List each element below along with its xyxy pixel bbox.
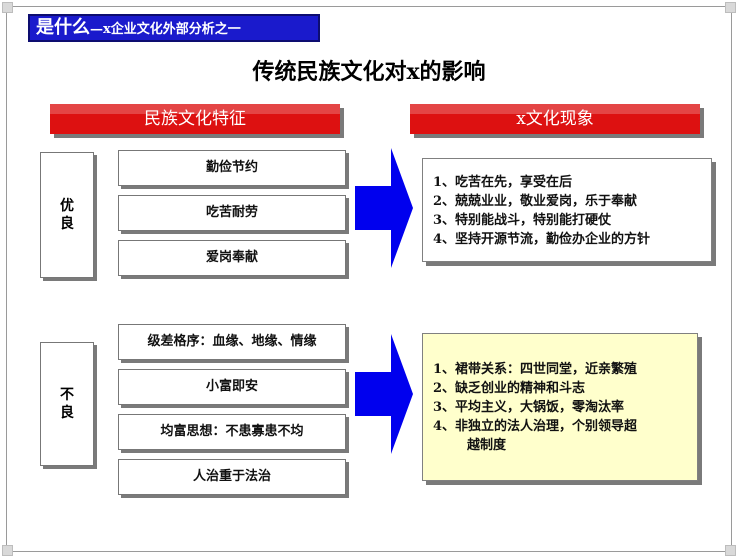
left-column-header: 民族文化特征 <box>50 104 340 134</box>
bad-category-label: 不良 <box>41 386 93 422</box>
good-effect-line: 3、特别能战斗，特别能打硬仗 <box>433 213 612 228</box>
corner-marker <box>2 2 13 13</box>
bad-effects-panel: 1、裙带关系：四世同堂，近亲繁殖 2、缺乏创业的精神和斗志 3、平均主义，大锅饭… <box>422 333 698 481</box>
bad-trait-item: 级差格序：血缘、地缘、情缘 <box>118 324 346 360</box>
corner-marker <box>725 545 736 556</box>
corner-marker <box>2 545 13 556</box>
page-title: 传统民族文化对x的影响 <box>252 59 486 85</box>
left-header-label: 民族文化特征 <box>144 109 246 129</box>
bad-trait-item: 人治重于法治 <box>118 459 346 495</box>
right-header-label: x文化现象 <box>516 109 594 129</box>
corner-marker <box>725 2 736 13</box>
good-effect-line: 4、坚持开源节流，勤俭办企业的方针 <box>433 232 651 247</box>
bad-category-text: 不良 <box>60 387 74 421</box>
good-effect-line: 1、吃苦在先，享受在后 <box>433 175 573 190</box>
good-trait-item: 爱岗奉献 <box>118 240 346 276</box>
bad-effect-line: 2、缺乏创业的精神和斗志 <box>433 381 586 396</box>
section-banner: 是什么—x企业文化外部分析之一 <box>28 14 320 42</box>
slide-frame <box>6 6 732 552</box>
bad-trait-item: 均富思想：不患寡患不均 <box>118 414 346 450</box>
good-trait-item: 吃苦耐劳 <box>118 195 346 231</box>
bad-effect-line: 4、非独立的法人治理，个别领导超 <box>433 419 638 434</box>
bad-category-box: 不良 <box>40 342 94 466</box>
good-effect-line: 2、兢兢业业，敬业爱岗，乐于奉献 <box>433 194 638 209</box>
bad-effect-line: 3、平均主义，大锅饭，零淘汰率 <box>433 400 625 415</box>
good-trait-item: 勤俭节约 <box>118 150 346 186</box>
good-category-label: 优良 <box>41 197 93 233</box>
good-category-box: 优良 <box>40 152 94 278</box>
right-arrow-icon <box>355 148 413 268</box>
bad-trait-item: 小富即安 <box>118 369 346 405</box>
good-category-text: 优良 <box>60 198 74 232</box>
banner-title: 是什么 <box>36 17 90 38</box>
right-column-header: x文化现象 <box>410 104 700 134</box>
bad-effect-line: 1、裙带关系：四世同堂，近亲繁殖 <box>433 362 638 377</box>
bad-effect-line: 越制度 <box>467 438 507 453</box>
banner-subtitle: —x企业文化外部分析之一 <box>90 22 241 37</box>
right-arrow-icon <box>355 334 413 454</box>
good-effects-panel: 1、吃苦在先，享受在后 2、兢兢业业，敬业爱岗，乐于奉献 3、特别能战斗，特别能… <box>422 158 712 262</box>
